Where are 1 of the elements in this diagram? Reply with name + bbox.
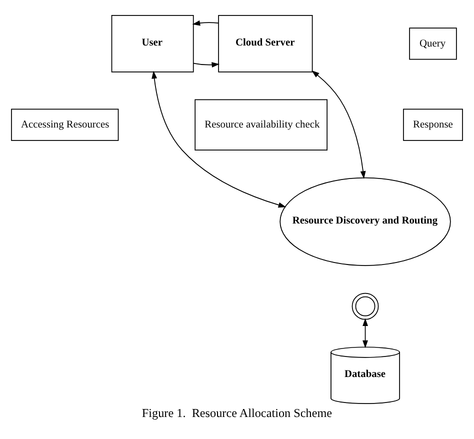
caption: Figure 1. Resource Allocation Scheme (142, 406, 332, 420)
